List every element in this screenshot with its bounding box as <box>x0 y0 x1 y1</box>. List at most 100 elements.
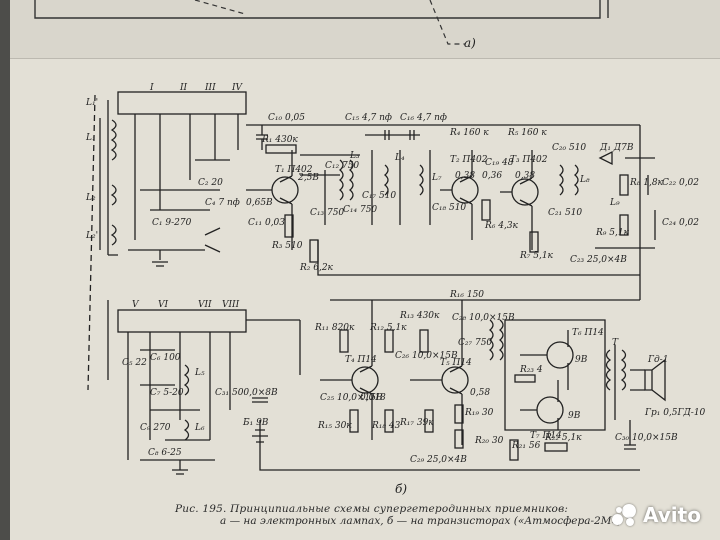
r1-resistor <box>265 144 297 154</box>
osc-tuning-wires <box>140 349 210 441</box>
schematic-wiring <box>99 91 666 475</box>
osc-coils <box>183 364 190 441</box>
label-sw5: V <box>132 300 140 310</box>
label-C17: C₁₇ 510 <box>362 191 396 201</box>
label-v8: 9В <box>575 355 588 365</box>
label-C24: C₂₄ 0,02 <box>662 218 699 228</box>
label-R17: R₁₇ 39к <box>399 418 434 428</box>
label-v5: 0,38 <box>515 171 535 181</box>
avito-watermark: Avito <box>612 503 701 527</box>
previous-figure-lines <box>34 0 609 45</box>
input-inductors <box>110 119 117 246</box>
label-L3: L₃ <box>349 151 360 161</box>
label-L8: L₈ <box>579 175 590 185</box>
label-R8: R₈ 1,8к <box>629 178 664 188</box>
avito-logo-icon <box>612 504 638 526</box>
r18-resistor <box>384 409 394 433</box>
r15-resistor <box>349 409 359 433</box>
previous-figure-band <box>10 0 720 59</box>
r20-resistor <box>454 429 464 449</box>
battery-b1 <box>252 397 268 443</box>
figure-label-b: б) <box>395 482 408 496</box>
r6-resistor <box>481 199 491 221</box>
input-tuning-wires <box>140 159 230 211</box>
label-C6: C₆ 100 <box>150 353 181 363</box>
if-filter-coils <box>383 164 424 196</box>
label-L5: L₅ <box>194 368 205 378</box>
r13-resistor <box>419 329 429 353</box>
r7-resistor <box>529 231 539 253</box>
osc-ground <box>140 459 215 475</box>
switch-bank-v-viii <box>117 309 247 333</box>
label-R15: R₁₅ 30к <box>317 421 352 431</box>
label-L9: L₉ <box>609 198 620 208</box>
label-T2: T₂ П402 <box>450 155 488 165</box>
output-transistor-leads <box>520 330 569 430</box>
r11-resistor <box>339 329 349 353</box>
lower-switch-bus <box>246 319 640 471</box>
label-C14: C₁₄ 750 <box>343 205 377 215</box>
label-C5: C₅ 22 <box>122 358 147 368</box>
label-R4: R₄ 160 к <box>449 128 489 138</box>
label-C2: C₂ 20 <box>198 178 223 188</box>
if-filter-wires <box>371 150 431 225</box>
figure-label-a: а) <box>464 36 476 50</box>
switch-bank-i-iv <box>117 91 247 115</box>
label-C18: C₁₈ 510 <box>432 203 466 213</box>
t5-transistor <box>441 366 469 394</box>
label-R19: R₁₉ 30 <box>464 408 494 418</box>
label-C9: C₉ 270 <box>140 423 171 433</box>
t3-transistor <box>511 178 539 206</box>
t5-leads <box>410 300 463 445</box>
label-sw1: I <box>149 83 154 93</box>
t7-transistor <box>536 396 564 424</box>
label-R18: R₁₈ 43 <box>371 421 401 431</box>
label-C26: C₂₆ 10,0×15В <box>395 351 458 361</box>
r23-resistor <box>514 374 536 383</box>
label-C4: C₄ 7 пф <box>205 198 240 208</box>
speaker-wires <box>624 369 645 450</box>
label-R23: R₂₃ 4 <box>519 365 543 375</box>
input-coil-rail <box>99 100 118 256</box>
label-C27: C₂₇ 750 <box>458 338 492 348</box>
label-Gr1: Гр₁ 0,5ГД-10 <box>644 408 706 418</box>
avito-watermark-text: Avito <box>643 503 701 527</box>
label-v9: 9В <box>568 411 581 421</box>
label-L2p: L₂' <box>85 231 98 241</box>
label-sw4: IV <box>231 83 244 93</box>
label-sw6: VI <box>158 300 168 310</box>
label-v7: 0,58 <box>470 388 490 398</box>
label-C16: C₁₆ 4,7 пф <box>400 113 447 123</box>
t1-transistor <box>271 176 299 204</box>
label-R21: R₂₁ 56 <box>511 441 541 451</box>
r22-resistor <box>544 442 568 452</box>
label-Tr: T <box>612 338 619 348</box>
label-R5: R₅ 160 к <box>507 128 547 138</box>
detector-transformer <box>558 164 579 196</box>
label-v3: 0,38 <box>455 171 475 181</box>
label-C1: C₁ 9-270 <box>152 218 192 228</box>
label-L1: L₁ <box>85 133 96 143</box>
output-stage-frame <box>504 319 606 431</box>
label-sw7: VII <box>198 300 212 310</box>
label-T1: T₁ П402 <box>275 165 313 175</box>
label-C15: C₁₅ 4,7 пф <box>345 113 392 123</box>
label-L7: L₇ <box>431 173 442 183</box>
label-v4: 0,36 <box>482 171 502 181</box>
r17-resistor <box>424 409 434 433</box>
label-L1p: L₁' <box>85 98 98 108</box>
d1-diode <box>598 150 613 166</box>
t4-transistor <box>351 366 379 394</box>
label-B1: Б₁ 9В <box>242 418 269 428</box>
label-L4: L₄ <box>394 153 405 163</box>
label-R1: R₁ 430к <box>261 135 298 145</box>
label-C25: C₂₅ 10,0×15В <box>320 393 383 403</box>
label-T5: T₅ П14 <box>440 358 472 368</box>
driver-transformer <box>488 319 504 361</box>
label-T6: T₆ П14 <box>572 328 604 338</box>
label-D1: Д₁ Д7В <box>599 143 634 153</box>
loudspeaker <box>644 358 666 402</box>
label-C8: C₈ 6-25 <box>148 448 182 458</box>
component-labels: L₁' L₁ L₂ L₂' L₃ L₄ L₇ L₈ L₉ I II III IV… <box>85 83 706 465</box>
